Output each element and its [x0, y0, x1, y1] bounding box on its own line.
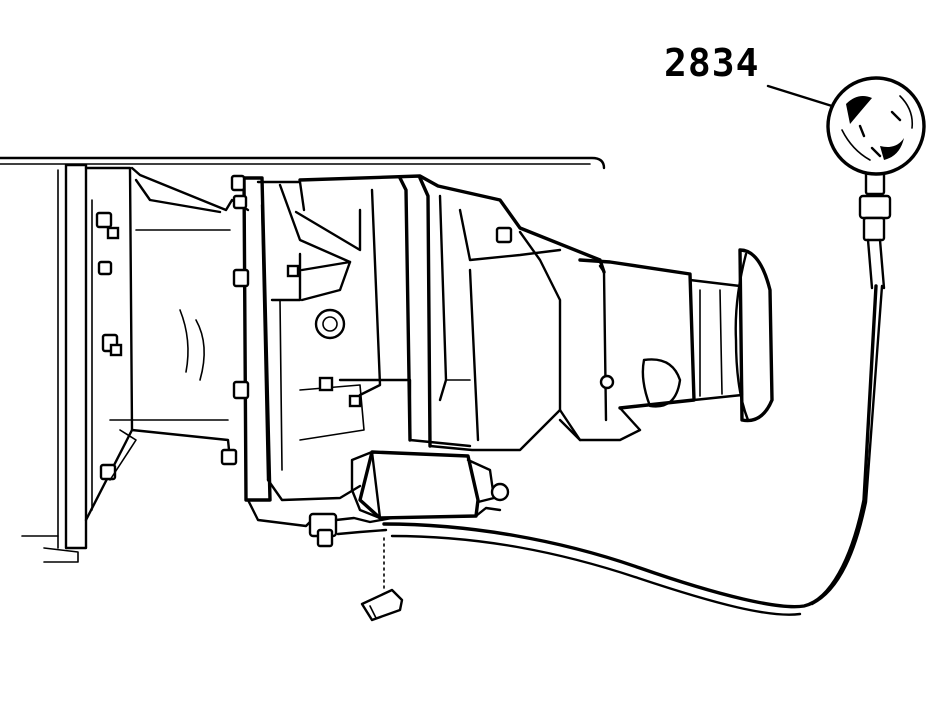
output-flange [734, 248, 774, 423]
callout-leader-line [766, 84, 834, 108]
pressure-port-fitting [246, 498, 394, 548]
solenoid-unit [350, 450, 510, 520]
engine-bellhousing-flange [21, 163, 134, 563]
gauge-fittings [858, 168, 892, 290]
gauge-part-number-label: 2834 [664, 41, 760, 85]
removed-drain-plug [360, 537, 404, 622]
pressure-hose [382, 284, 884, 616]
vehicle-body-outline [0, 156, 606, 170]
rear-extension-housing [558, 258, 744, 442]
transmission-front-flange [220, 174, 306, 502]
pressure-gauge [826, 76, 926, 176]
gearbox-casing [266, 174, 606, 502]
